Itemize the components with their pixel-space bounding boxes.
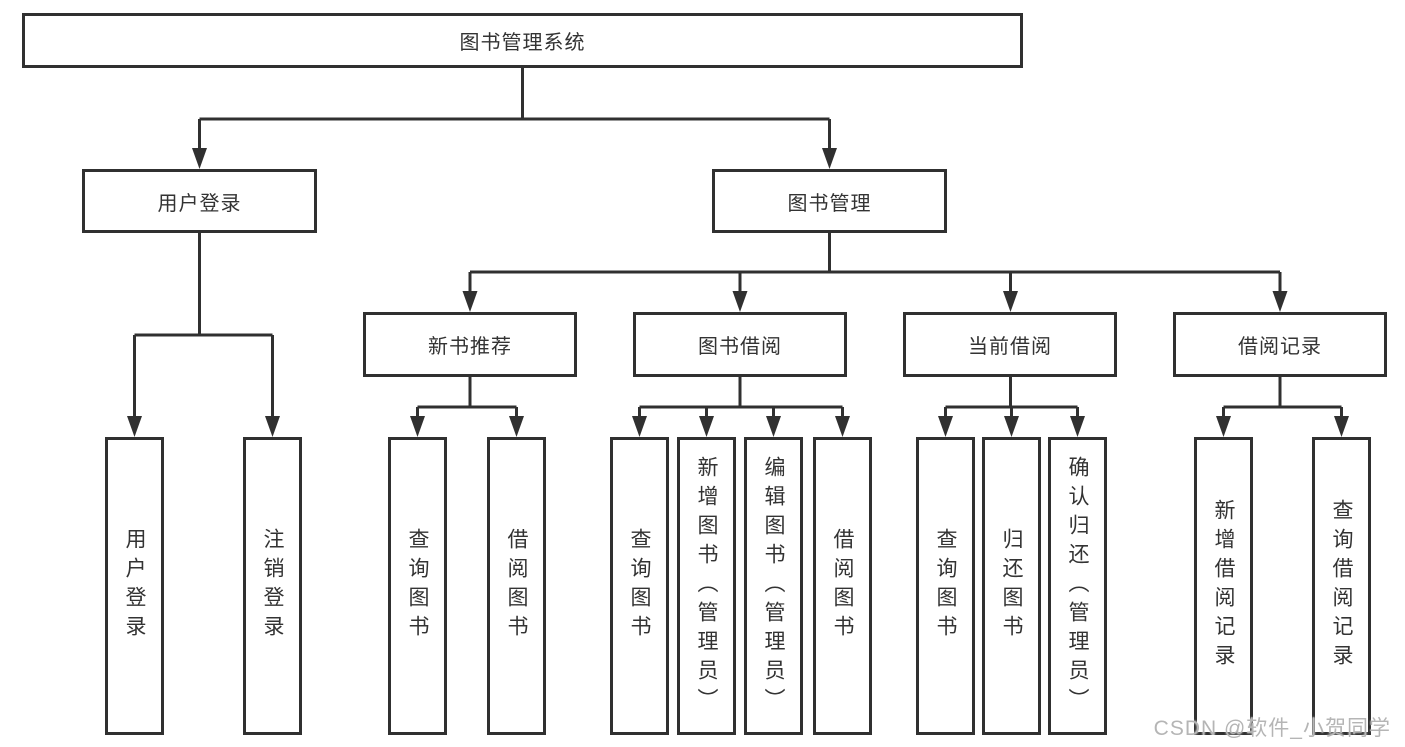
leaf-label: 用户登录 xyxy=(123,528,146,644)
leaf-user-login: 用户登录 xyxy=(105,437,164,735)
leaf-query-books-current: 查询图书 xyxy=(916,437,975,735)
node-label: 借阅记录 xyxy=(1238,336,1322,358)
leaf-label: 新增图书（管理员） xyxy=(695,455,718,717)
node-label: 图书管理系统 xyxy=(459,32,586,54)
node-label: 用户登录 xyxy=(157,192,242,215)
leaf-query-books-borrow: 查询图书 xyxy=(610,437,669,735)
leaf-confirm-return-admin: 确认归还（管理员） xyxy=(1048,437,1107,735)
leaf-label: 注销登录 xyxy=(261,528,284,644)
leaf-label: 查询借阅记录 xyxy=(1330,499,1353,673)
leaf-label: 查询图书 xyxy=(934,528,957,644)
leaf-label: 确认归还（管理员） xyxy=(1066,455,1089,717)
node-book-borrowing: 图书借阅 xyxy=(633,312,847,377)
leaf-label: 借阅图书 xyxy=(831,528,854,644)
csdn-watermark: CSDN @软件_小贺同学 xyxy=(1153,717,1391,740)
node-label: 新书推荐 xyxy=(428,336,512,358)
leaf-borrow-books: 借阅图书 xyxy=(813,437,872,735)
leaf-query-borrow-record: 查询借阅记录 xyxy=(1312,437,1371,735)
leaf-label: 归还图书 xyxy=(1000,528,1023,644)
leaf-add-books-admin: 新增图书（管理员） xyxy=(677,437,736,735)
leaf-label: 新增借阅记录 xyxy=(1212,499,1235,673)
leaf-return-books: 归还图书 xyxy=(982,437,1041,735)
leaf-label: 查询图书 xyxy=(628,528,651,644)
leaf-label: 借阅图书 xyxy=(505,528,528,644)
node-borrowing-records: 借阅记录 xyxy=(1173,312,1387,377)
leaf-logout: 注销登录 xyxy=(243,437,302,735)
leaf-edit-books-admin: 编辑图书（管理员） xyxy=(744,437,803,735)
leaf-borrow-books-newbook: 借阅图书 xyxy=(487,437,546,735)
node-label: 当前借阅 xyxy=(968,336,1052,358)
node-label: 图书管理 xyxy=(787,192,872,215)
leaf-query-books-newbook: 查询图书 xyxy=(388,437,447,735)
leaf-label: 查询图书 xyxy=(406,528,429,644)
node-current-borrowing: 当前借阅 xyxy=(903,312,1117,377)
leaf-label: 编辑图书（管理员） xyxy=(762,455,785,717)
node-library-management-system: 图书管理系统 xyxy=(22,13,1023,68)
node-label: 图书借阅 xyxy=(698,336,782,358)
leaf-add-borrow-record: 新增借阅记录 xyxy=(1194,437,1253,735)
node-new-book-recommendation: 新书推荐 xyxy=(363,312,577,377)
node-user-login: 用户登录 xyxy=(82,169,317,233)
node-book-management: 图书管理 xyxy=(712,169,947,233)
